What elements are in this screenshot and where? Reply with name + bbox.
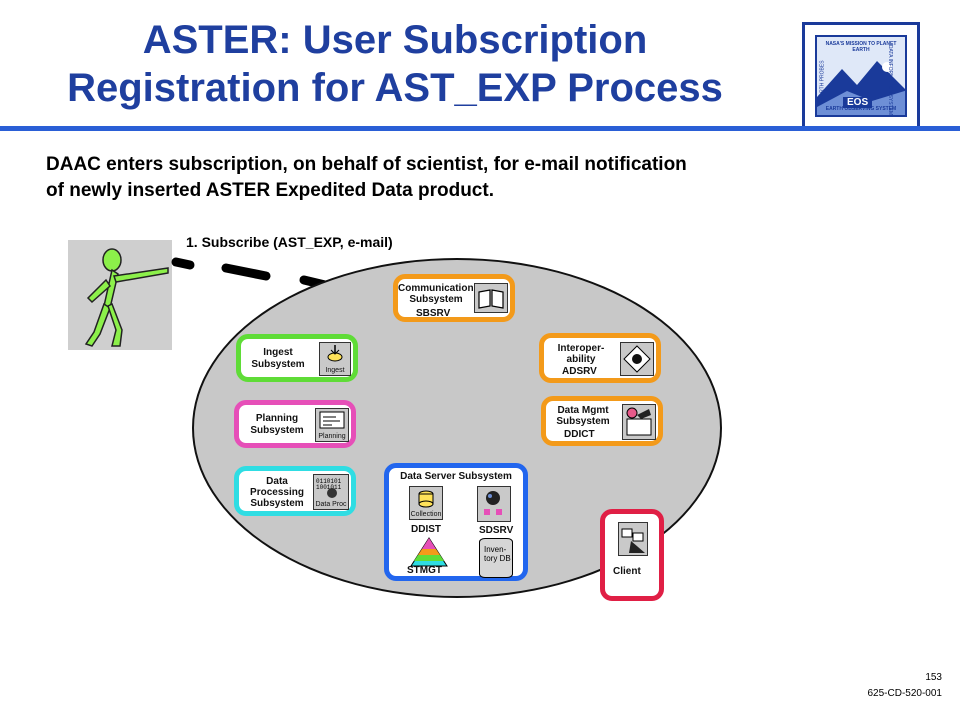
data-processing-label-3: Subsystem: [250, 498, 304, 509]
ddist-label: DDIST: [411, 524, 441, 535]
data-mgmt-icon: [622, 404, 656, 440]
slide-description: DAAC enters subscription, on behalf of s…: [46, 152, 906, 204]
planning-icon-caption: Planning: [318, 433, 346, 440]
logo-bottom-text: EARTH OBSERVING SYSTEM: [825, 106, 897, 112]
title-rule: [0, 126, 960, 131]
client-label: Client: [613, 566, 641, 577]
sdsrv-icon: [477, 486, 511, 522]
planning-icon: Planning: [315, 408, 349, 442]
ingest-icon: Ingest: [319, 342, 351, 376]
logo-eos-text: EOS: [843, 97, 873, 108]
planning-subsystem: Planning Subsystem Planning: [234, 400, 356, 448]
collection-icon-caption: Collection: [410, 511, 442, 518]
ddict-label: DDICT: [564, 429, 595, 440]
document-id: 625-CD-520-001: [867, 688, 943, 699]
slide-title: ASTER: User Subscription Registration fo…: [0, 16, 790, 112]
data-mgmt-subsystem: Data Mgmt Subsystem DDICT: [541, 396, 663, 446]
ingest-subsystem: Ingest Subsystem Ingest: [236, 334, 358, 382]
communications-label: Communications: [398, 283, 480, 294]
collection-icon: Collection: [409, 486, 443, 520]
data-server-label: Data Server Subsystem: [400, 471, 512, 482]
sdsrv-label: SDSRV: [479, 525, 514, 536]
client-subsystem: Client: [600, 509, 664, 601]
svg-text:0110101: 0110101: [316, 478, 342, 485]
stmgt-label: STMGT: [407, 565, 442, 576]
inventory-db-icon: Inven- tory DB: [479, 538, 513, 578]
step-label: 1. Subscribe (AST_EXP, e-mail): [186, 234, 393, 250]
interoperability-label: Interoper-: [557, 343, 605, 354]
data-mgmt-label: Data Mgmt: [557, 405, 609, 416]
ingest-sublabel: Subsystem: [251, 359, 305, 370]
stmgt-pyramid-icon: [410, 537, 448, 567]
ingest-icon-caption: Ingest: [325, 367, 345, 374]
description-line-2: of newly inserted ASTER Expedited Data p…: [46, 180, 494, 201]
stick-figure-icon: [84, 248, 169, 347]
description-line-1: DAAC enters subscription, on behalf of s…: [46, 154, 687, 175]
book-icon: [474, 283, 508, 313]
title-line-1: ASTER: User Subscription: [142, 18, 648, 62]
data-mgmt-sublabel: Subsystem: [556, 416, 610, 427]
communications-sublabel: Subsystem: [409, 294, 463, 305]
interoperability-sublabel: ability: [566, 354, 596, 365]
client-icon: [618, 522, 648, 556]
inventory-db-label: Inven- tory DB: [484, 545, 511, 563]
data-server-subsystem: Data Server Subsystem Collection DDIST S…: [384, 463, 528, 581]
logo-top-text: NASA'S MISSION TO PLANET EARTH: [825, 41, 897, 53]
interoperability-icon: [620, 342, 654, 376]
ingest-label: Ingest: [263, 347, 293, 358]
planning-sublabel: Subsystem: [250, 425, 304, 436]
title-line-2: Registration for AST_EXP Process: [67, 66, 723, 110]
page-number: 153: [925, 672, 942, 683]
scientist-figure: [68, 240, 172, 350]
data-processing-icon-caption: Data Proc: [315, 501, 347, 508]
logo-left-text: EARTH PROBES: [819, 60, 826, 100]
svg-text:1001011: 1001011: [316, 484, 342, 491]
planning-label: Planning: [255, 413, 299, 424]
adsrv-label: ADSRV: [562, 366, 597, 377]
interoperability-subsystem: Interoper- ability ADSRV: [539, 333, 661, 383]
data-processing-label: Data: [266, 476, 288, 487]
logo-right-text: DATA INFORMATION SYSTEM: [886, 44, 893, 116]
eos-logo: NASA'S MISSION TO PLANET EARTH EOS EARTH…: [802, 22, 920, 130]
eos-logo-emblem: NASA'S MISSION TO PLANET EARTH EOS EARTH…: [815, 35, 907, 117]
data-processing-label-2: Processing: [250, 487, 304, 498]
communications-subsystem: Communications Subsystem SBSRV: [393, 274, 515, 322]
sbsrv-label: SBSRV: [416, 308, 451, 319]
